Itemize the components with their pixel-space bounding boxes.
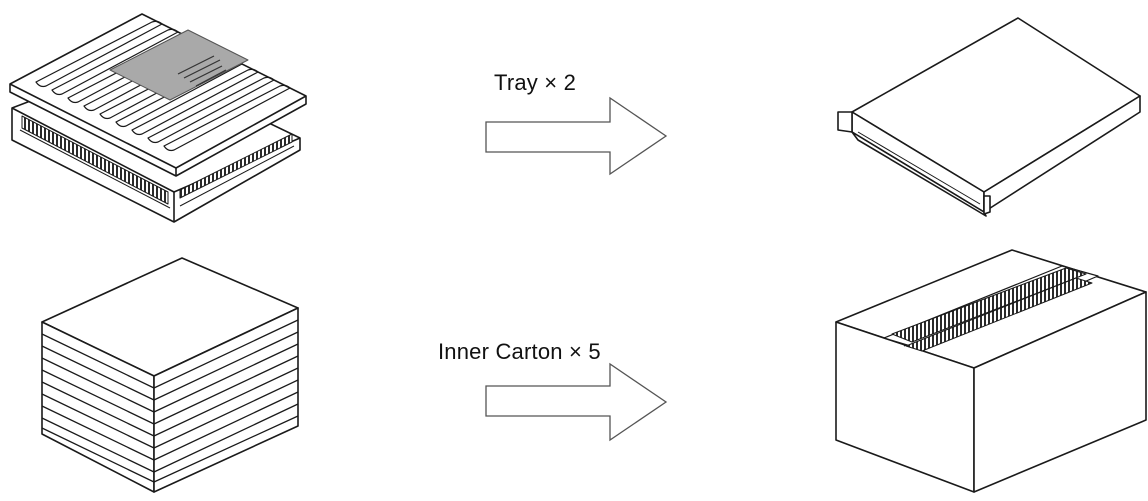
ssd-tray-icon [9, 13, 307, 223]
arrow-right-icon [485, 362, 668, 442]
box-tape [891, 267, 1093, 352]
inner-carton-icon [837, 17, 1141, 217]
step-label-tray: Tray × 2 [494, 70, 577, 95]
arrow-right-icon [485, 96, 668, 176]
tray-slots [21, 115, 293, 205]
shipping-box-icon [835, 249, 1147, 493]
step-label-inner-carton: Inner Carton × 5 [438, 339, 601, 364]
tray-stack-icon [41, 257, 299, 493]
